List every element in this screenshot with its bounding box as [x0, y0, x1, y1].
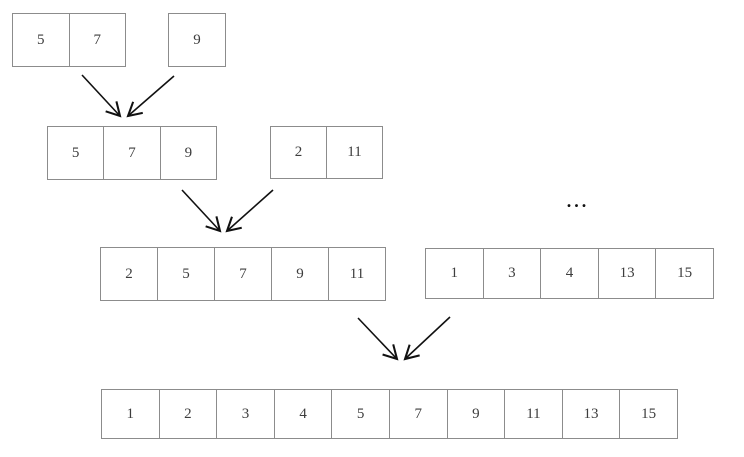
array-cell: 15: [619, 390, 677, 438]
array-cell: 3: [482, 249, 541, 298]
array-cell: 5: [331, 390, 389, 438]
merge2-left-arrow: [181, 189, 222, 233]
array-step2-pair: 2 11: [270, 126, 383, 179]
array-cell: 13: [561, 390, 620, 438]
array-cell: 7: [388, 390, 447, 438]
array-cell: 9: [193, 31, 201, 48]
array-cell: 9: [159, 127, 216, 179]
array-step1-single: 9: [168, 13, 226, 67]
array-cell: 3: [216, 390, 274, 438]
array-cell: 5: [37, 31, 45, 48]
array-cell: 1: [450, 265, 459, 281]
array-step3-merged: 2 5 7 9 11: [100, 247, 386, 301]
array-cell: 4: [273, 390, 332, 438]
array-cell: 11: [326, 127, 382, 178]
merge1-left-arrow: [81, 74, 122, 118]
array-cell: 9: [271, 248, 328, 300]
merge3-left-arrow: [357, 317, 399, 361]
more-arrays-ellipsis: ...: [566, 191, 590, 211]
merge2-right-arrow: [225, 189, 274, 233]
array-cell: 4: [540, 249, 598, 298]
merge1-right-arrow: [126, 75, 175, 118]
array-step2-merged: 5 7 9: [47, 126, 217, 180]
array-cell: 13: [597, 249, 656, 298]
array-cell: 15: [655, 249, 713, 298]
array-cell: 7: [214, 248, 271, 300]
array-cell: 1: [126, 405, 135, 422]
array-final-merged: 1 2 3 4 5 7 9 11 13 15: [101, 389, 678, 439]
merge3-right-arrow: [403, 316, 451, 361]
array-cell: 7: [103, 127, 159, 179]
array-cell: 2: [158, 390, 217, 438]
array-cell: 2: [294, 144, 303, 160]
array-cell: 7: [68, 14, 126, 66]
array-cell: 5: [71, 144, 80, 161]
array-cell: 9: [446, 390, 505, 438]
array-cell: 11: [328, 248, 385, 300]
array-step1-left: 5 7: [12, 13, 126, 67]
array-cell: 11: [504, 390, 562, 438]
array-cell: 5: [157, 248, 214, 300]
array-step3-other: 1 3 4 13 15: [425, 248, 714, 299]
array-cell: 2: [125, 265, 133, 282]
